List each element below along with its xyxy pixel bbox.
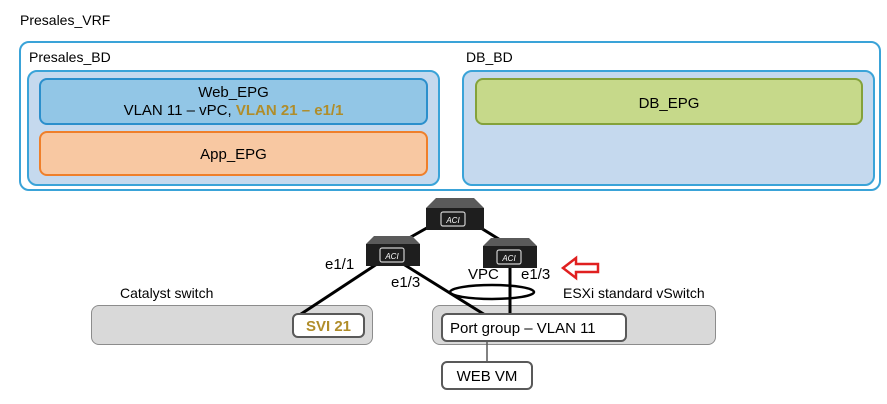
vrf-label: Presales_VRF [20, 12, 111, 28]
vpc-label: VPC [468, 266, 499, 283]
web-epg-vlan-vpc: VLAN 11 – vPC, [123, 102, 236, 119]
presales-bd-label: Presales_BD [29, 49, 111, 65]
catalyst-switch-label: Catalyst switch [120, 285, 214, 301]
db-epg-name: DB_EPG [638, 95, 700, 112]
svi-21-label: SVI 21 [305, 318, 352, 335]
web-epg-vlan-e11: VLAN 21 – e1/1 [235, 102, 344, 119]
web-epg: Web_EPG VLAN 11 – vPC, VLAN 21 – e1/1 [39, 78, 428, 125]
web-epg-vlans: VLAN 11 – vPC, VLAN 21 – e1/1 [41, 102, 426, 119]
e1-3-left-label: e1/3 [391, 274, 421, 291]
leaf1-switch-icon: ACI [366, 236, 420, 266]
spine-aci-label: ACI [445, 216, 460, 225]
spine-switch-icon: ACI [426, 198, 484, 230]
leaf1-esxi-link [399, 260, 491, 320]
port-group-box: Port group – VLAN 11 [441, 313, 627, 342]
leaf1-catalyst-link [297, 260, 381, 318]
vpc-bundle-ellipse [448, 283, 536, 301]
web-epg-name: Web_EPG [198, 84, 269, 101]
port-group-label: Port group – VLAN 11 [450, 320, 596, 337]
e1-3-right-label: e1/3 [521, 266, 551, 283]
db-epg: DB_EPG [475, 78, 863, 125]
leaf2-switch-icon: ACI [483, 238, 537, 268]
leaf1-aci-label: ACI [384, 252, 399, 261]
red-arrow-icon [560, 255, 600, 281]
esxi-vswitch-label: ESXi standard vSwitch [563, 285, 705, 301]
svi-21-box: SVI 21 [292, 313, 365, 338]
leaf2-aci-label: ACI [501, 254, 516, 263]
web-vm-box: WEB VM [441, 361, 533, 390]
e1-1-label: e1/1 [325, 256, 355, 273]
db-bd-label: DB_BD [466, 49, 513, 65]
app-epg-name: App_EPG [200, 146, 267, 163]
app-epg: App_EPG [39, 131, 428, 176]
web-vm-label: WEB VM [456, 368, 518, 385]
